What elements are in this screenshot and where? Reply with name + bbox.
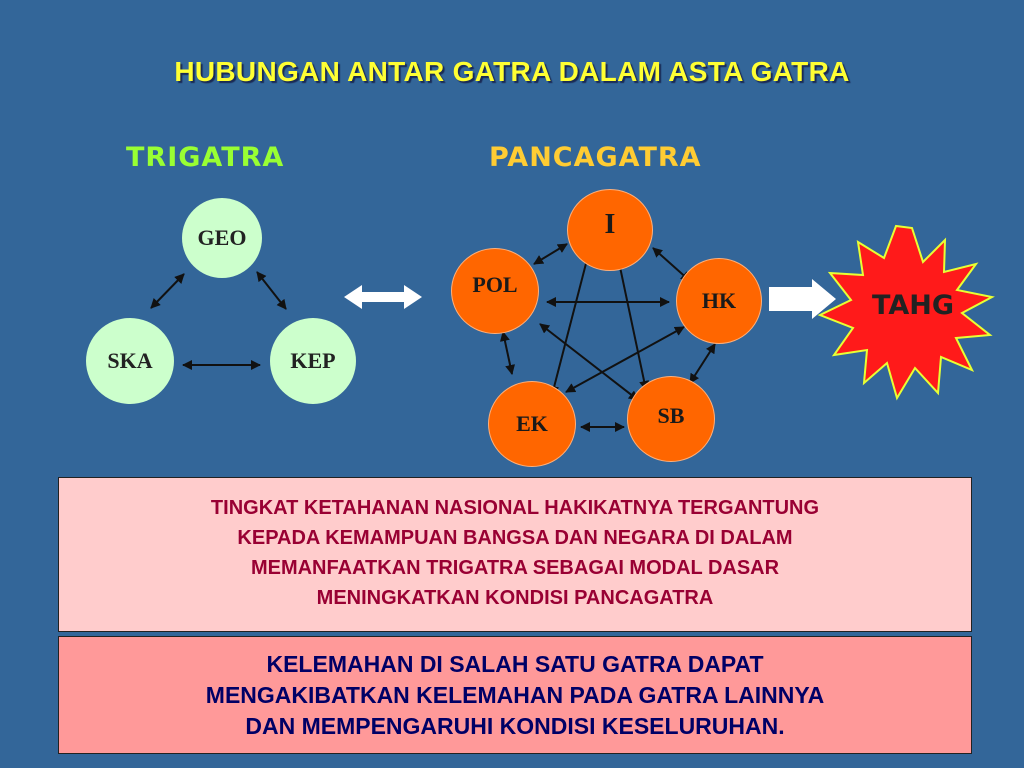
slide-title: HUBUNGAN ANTAR GATRA DALAM ASTA GATRA	[174, 56, 850, 87]
node-hk: HK	[676, 258, 762, 344]
trigatra-label: TRIGATRA	[126, 142, 285, 173]
box1-line: MENINGKATKAN KONDISI PANCAGATRA	[316, 587, 714, 609]
double-arrow	[344, 285, 422, 309]
box1-line: MEMANFAATKAN TRIGATRA SEBAGAI MODAL DASA…	[250, 557, 780, 579]
node-pol: POL	[451, 248, 539, 334]
node-sb: SB	[627, 376, 715, 462]
tahg-label: TAHG	[872, 290, 954, 321]
tahg-burst	[817, 224, 995, 401]
info-box-ketahanan: TINGKAT KETAHANAN NASIONAL HAKIKATNYA TE…	[58, 477, 972, 632]
box2-line: DAN MEMPENGARUHI KONDISI KESELURUHAN.	[245, 713, 785, 739]
pancagatra-arrows	[499, 243, 716, 432]
box1-line: TINGKAT KETAHANAN NASIONAL HAKIKATNYA TE…	[210, 497, 820, 519]
node-ek: EK	[488, 381, 576, 467]
box2-line: KELEMAHAN DI SALAH SATU GATRA DAPAT	[266, 651, 764, 677]
pancagatra-label: PANCAGATRA	[489, 142, 702, 173]
block-arrow	[769, 279, 836, 319]
node-kep: KEP	[270, 318, 356, 404]
node-geo: GEO	[182, 198, 262, 278]
box1-line: KEPADA KEMAMPUAN BANGSA DAN NEGARA DI DA…	[237, 527, 793, 549]
node-ska: SKA	[86, 318, 174, 404]
box2-line: MENGAKIBATKAN KELEMAHAN PADA GATRA LAINN…	[205, 682, 825, 708]
trigatra-arrows	[150, 271, 287, 370]
info-box-kelemahan: KELEMAHAN DI SALAH SATU GATRA DAPAT MENG…	[58, 636, 972, 754]
node-i: I	[567, 189, 653, 271]
